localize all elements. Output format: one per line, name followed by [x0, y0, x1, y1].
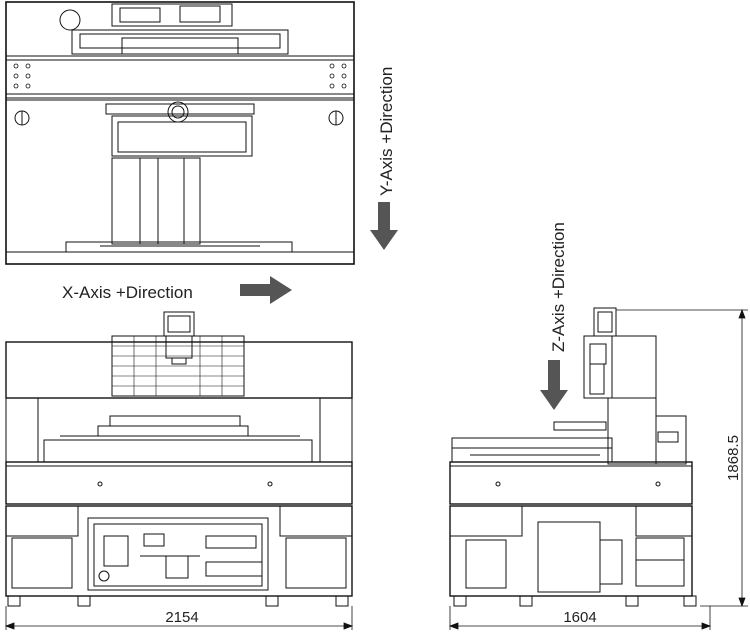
perforation-grid	[112, 336, 244, 396]
dimension-lines	[4, 308, 748, 630]
front-view	[5, 311, 353, 607]
top-view	[5, 1, 355, 265]
height-dimension: 1868.5	[725, 435, 742, 481]
z-direction-arrow	[540, 360, 568, 410]
side-feet	[453, 595, 697, 607]
y-direction-arrow	[370, 202, 398, 250]
rail-holes	[13, 63, 347, 89]
front-width-dimension: 2154	[165, 609, 198, 626]
y-axis-label: Y-Axis +Direction	[377, 67, 396, 196]
x-direction-arrow	[240, 276, 292, 304]
z-axis-label: Z-Axis +Direction	[549, 222, 568, 352]
side-view	[449, 307, 697, 607]
x-axis-label: X-Axis +Direction	[62, 283, 193, 302]
front-feet	[7, 595, 349, 607]
side-width-dimension: 1604	[563, 609, 596, 626]
